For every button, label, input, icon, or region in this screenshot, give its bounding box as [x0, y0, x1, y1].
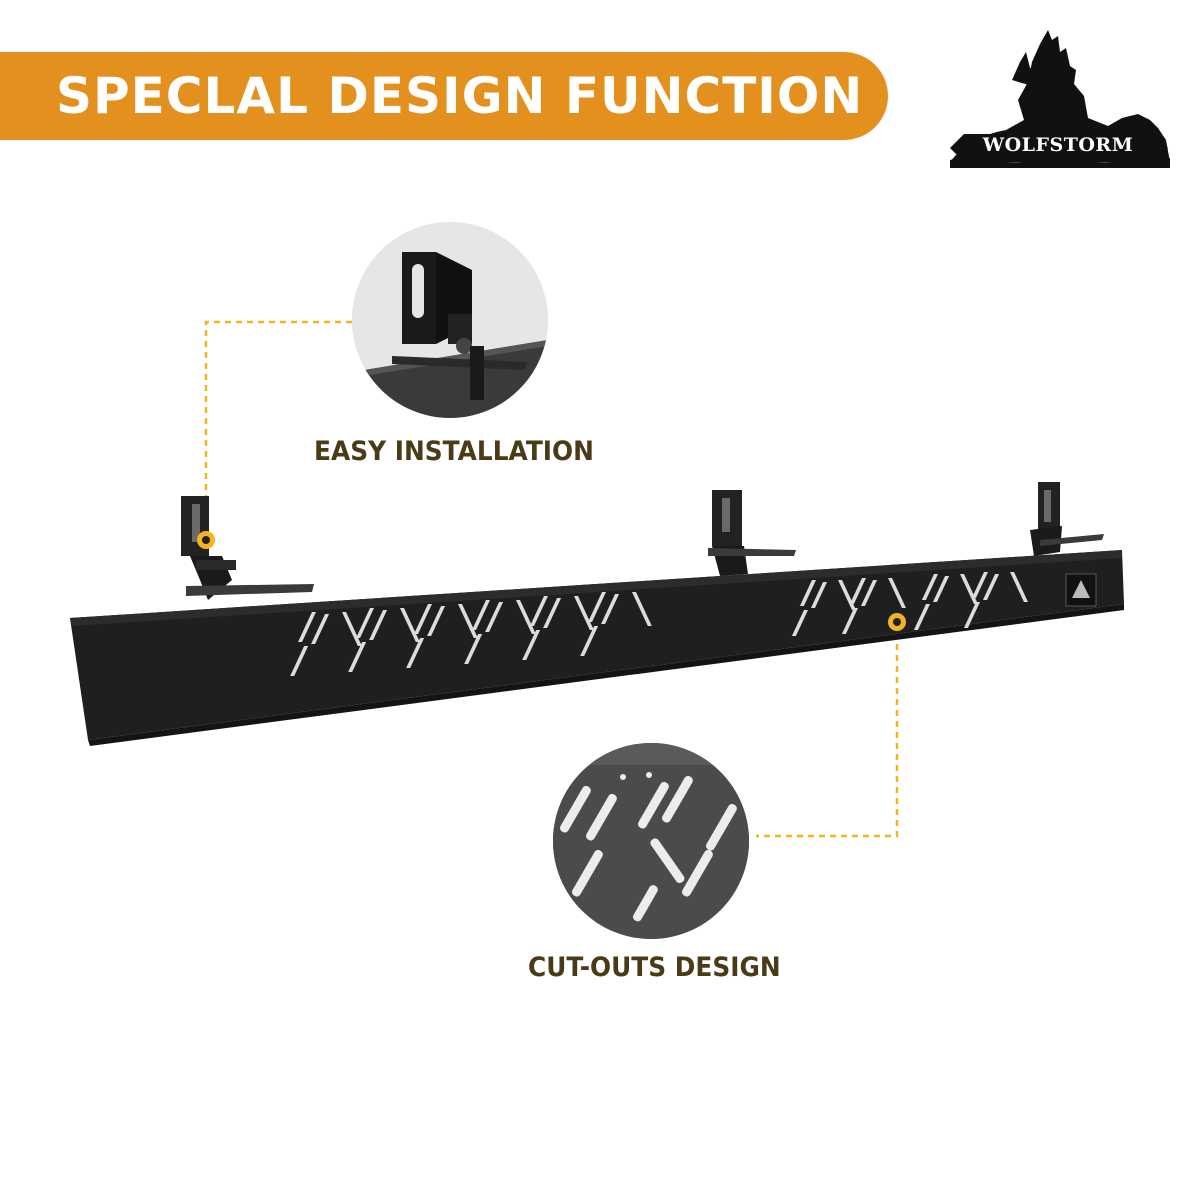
cutout-pattern-left [290, 592, 652, 676]
banner-title: SPECLAL DESIGN FUNCTION [56, 67, 864, 125]
zoom-detail-cutouts [553, 743, 749, 939]
cutout-pattern-right [791, 572, 1028, 636]
cut-outs-design-label: CUT-OUTS DESIGN [528, 952, 781, 983]
callout-dot-cutouts [888, 613, 906, 631]
zoom-detail-bracket [352, 222, 548, 418]
mounting-bracket-middle [708, 490, 796, 576]
mounting-bracket-right [1030, 482, 1104, 556]
easy-installation-label: EASY INSTALLATION [314, 436, 594, 467]
triangle-emblem-icon [1065, 573, 1097, 607]
callout-dot-install [197, 531, 215, 549]
mounting-bracket-left [181, 496, 314, 600]
title-banner: SPECLAL DESIGN FUNCTION [0, 52, 888, 140]
wolves-howling-icon [950, 30, 1170, 168]
brand-logo-text: WOLFSTORM [982, 134, 1134, 156]
